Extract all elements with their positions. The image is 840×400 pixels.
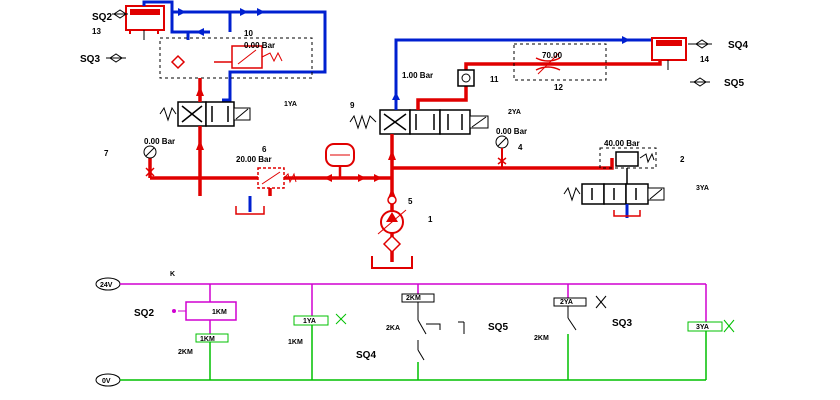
valve-10-pressure: 0.00 Bar	[244, 41, 275, 50]
rung-2	[293, 284, 347, 380]
gauge-4-icon	[495, 135, 509, 168]
relief-valve-6-pressure: 20.00 Bar	[236, 155, 272, 164]
throttle-12-number: 12	[554, 83, 563, 92]
rail-bottom-label: 0V	[102, 378, 111, 385]
return-arrows-right	[392, 36, 630, 100]
rung4-contact-sub: 2KM	[534, 335, 549, 342]
pump-number: 1	[428, 215, 433, 224]
rung1-contact-sub: 2KM	[178, 349, 193, 356]
sensor-sq3-icon	[106, 53, 126, 63]
rung5-coil-label: 3YA	[696, 324, 709, 331]
gauge-7-pressure: 0.00 Bar	[144, 137, 175, 146]
rung3-contact-b: SQ5	[488, 322, 508, 333]
rung1-contact-label: 1KM	[200, 336, 215, 343]
pump-assembly	[371, 195, 413, 269]
gauge-7-icon	[143, 145, 157, 177]
sensor-sq4-icon	[688, 39, 712, 49]
rung3-contact-a: 2KA	[386, 325, 400, 332]
sensor-label-sq2: SQ2	[92, 12, 112, 23]
sensor-label-sq3: SQ3	[80, 54, 100, 65]
relief-valve-6	[235, 167, 297, 215]
rung-1	[172, 284, 237, 380]
rung4-coil-label: 2YA	[560, 299, 573, 306]
directional-valve-left	[159, 101, 251, 127]
rung-4	[553, 284, 607, 380]
valve-left-solenoid-label: 1YA	[284, 101, 297, 108]
gauge-7-number: 7	[104, 149, 109, 158]
rung1-sensor-label: SQ2	[134, 308, 154, 319]
flow-arrows-left	[178, 8, 265, 36]
rung2-contact-label: 1KM	[288, 339, 303, 346]
rung4-contact-label: SQ3	[612, 318, 632, 329]
unloading-valve-number: 2	[680, 155, 685, 164]
rung2-coil-label: 1YA	[303, 318, 316, 325]
gauge-4-number: 4	[518, 143, 523, 152]
sensor-sq5-icon	[690, 77, 710, 87]
rung1-coil-label: 1KM	[212, 309, 227, 316]
pressure-arrows-right	[358, 150, 396, 198]
circuit-rail-top	[95, 277, 706, 291]
throttle-valve-12	[513, 43, 607, 81]
valve-10-number: 10	[244, 29, 253, 38]
accumulator-icon	[325, 143, 355, 178]
check-valve-11-number: 11	[490, 75, 499, 84]
unloading-valve-pressure: 40.00 Bar	[604, 139, 640, 148]
valve-right-solenoid-label: 2YA	[508, 109, 521, 116]
check-valve-11-pressure: 1.00 Bar	[402, 71, 433, 80]
cylinder-right-number: 14	[700, 55, 709, 64]
pressure-arrows-left	[196, 86, 332, 182]
cylinder-right	[651, 37, 687, 70]
unloading-valve-solenoid: 3YA	[696, 185, 709, 192]
directional-valve-right	[349, 109, 489, 135]
gauge-4-pressure: 0.00 Bar	[496, 127, 527, 136]
circuit-rail-bottom	[95, 373, 706, 387]
cylinder-left-number: 13	[92, 27, 101, 36]
sensor-label-sq5: SQ5	[724, 78, 744, 89]
rail-top-label: 24V	[100, 282, 113, 289]
rung3-sensor-label: SQ4	[356, 350, 376, 361]
relief-valve-6-number: 6	[262, 145, 267, 154]
valve-10-enclosure	[159, 37, 313, 79]
switch-k-label: K	[170, 271, 175, 278]
sensor-sq2-icon	[112, 9, 128, 19]
valve-9-number: 9	[350, 101, 355, 110]
check-valve-11	[457, 69, 475, 87]
sensor-label-sq4: SQ4	[728, 40, 748, 51]
throttle-12-pressure: 70.00	[542, 51, 563, 60]
pump-check-number: 5	[408, 197, 413, 206]
unloading-valve-2	[563, 147, 665, 218]
rung-3	[401, 284, 465, 380]
rung3-coil-label: 2KM	[406, 295, 421, 302]
cylinder-left	[125, 5, 165, 40]
rung-5	[687, 284, 735, 380]
